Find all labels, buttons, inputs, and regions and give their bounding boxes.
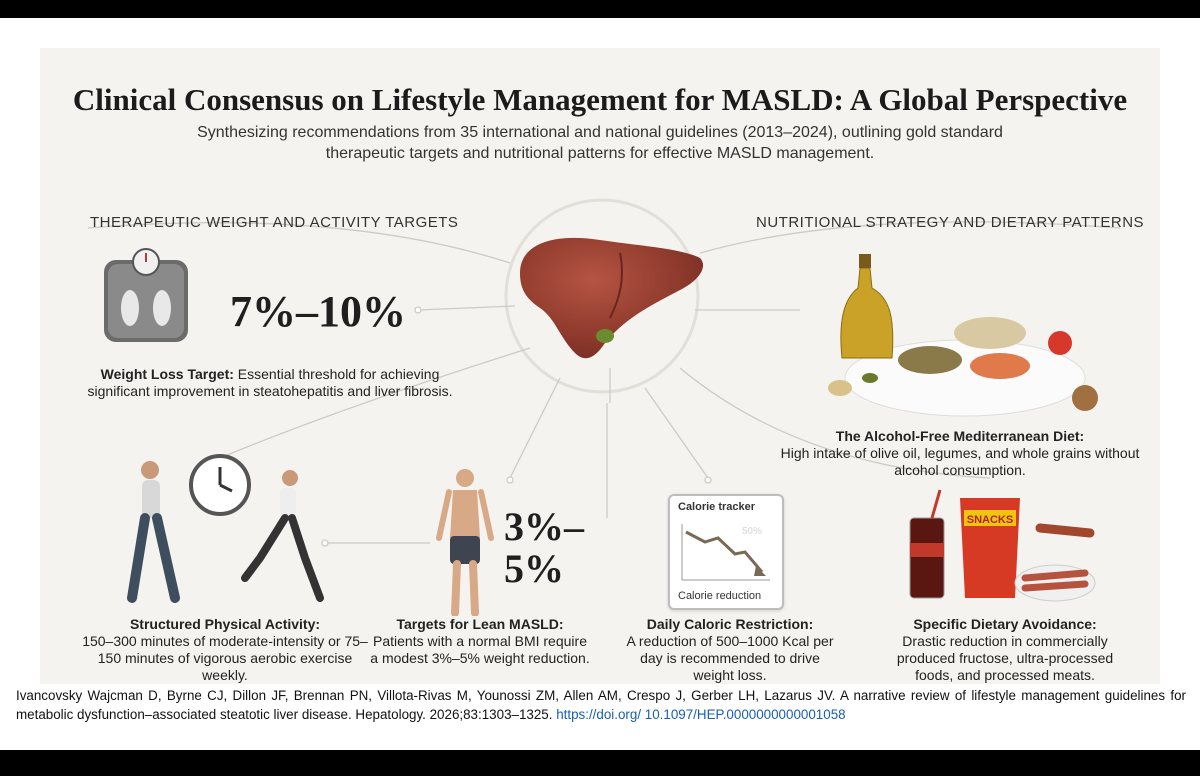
snacks-bag-label: SNACKS (967, 514, 1013, 526)
caloric-label: Daily Caloric Restriction: (646, 616, 814, 632)
mediterranean-caption: The Alcohol-Free Mediterranean Diet: Hig… (780, 428, 1140, 479)
bathroom-scale-icon (104, 248, 188, 342)
lean-masld-text: Patients with a normal BMI require a mod… (370, 633, 590, 666)
section-title-right: NUTRITIONAL STRATEGY AND DIETARY PATTERN… (756, 214, 1145, 231)
physical-activity-label: Structured Physical Activity: (129, 616, 321, 632)
weight-loss-text: Essential threshold for achieving signif… (87, 366, 453, 399)
weight-loss-caption: Weight Loss Target: Essential threshold … (70, 366, 470, 400)
lean-masld-label: Targets for Lean MASLD: (396, 616, 564, 632)
lean-masld-value-line1: 3%– (504, 504, 584, 549)
mediterranean-food-icon (828, 254, 1098, 417)
weight-loss-value: 7%–10% (230, 287, 406, 336)
physical-activity-caption: Structured Physical Activity: 150–300 mi… (80, 616, 370, 684)
poster-subtitle: Synthesizing recommendations from 35 int… (197, 124, 1003, 162)
lean-body-figure-icon (436, 469, 494, 616)
citation-text: Ivancovsky Wajcman D, Byrne CJ, Dillon J… (16, 688, 1186, 722)
weight-loss-label: Weight Loss Target: (100, 366, 234, 382)
calorie-tracker-title: Calorie tracker (678, 501, 756, 513)
calorie-tracker-card: Calorie tracker 50% Calorie reduction (668, 494, 784, 610)
physical-activity-text: 150–300 minutes of moderate-intensity or… (82, 633, 368, 683)
caloric-text: A reduction of 500–1000 Kcal per day is … (626, 633, 834, 683)
lean-masld-value-line2: 5% (504, 546, 564, 591)
section-title-left: THERAPEUTIC WEIGHT AND ACTIVITY TARGETS (90, 214, 459, 231)
connector-lines (87, 198, 1121, 547)
citation-doi-link[interactable]: https://doi.org/ 10.1097/HEP.00000000000… (556, 707, 846, 722)
mediterranean-text: High intake of olive oil, legumes, and w… (780, 445, 1140, 478)
calorie-tracker-percent: 50% (742, 526, 763, 537)
calorie-tracker-caption: Calorie reduction (678, 590, 762, 602)
clock-icon (189, 454, 251, 516)
lean-masld-value: 3%– 5% (504, 506, 584, 590)
lean-masld-caption: Targets for Lean MASLD: Patients with a … (370, 616, 590, 667)
avoidance-label: Specific Dietary Avoidance: (913, 616, 1097, 632)
infographic-poster: Clinical Consensus on Lifestyle Manageme… (40, 48, 1160, 684)
mediterranean-label: The Alcohol-Free Mediterranean Diet: (835, 428, 1085, 444)
avoidance-text: Drastic reduction in commercially produc… (896, 633, 1114, 683)
avoidance-caption: Specific Dietary Avoidance: Drastic redu… (880, 616, 1130, 684)
caloric-caption: Daily Caloric Restriction: A reduction o… (620, 616, 840, 684)
junk-food-icon: SNACKS (909, 489, 1096, 602)
poster-title: Clinical Consensus on Lifestyle Manageme… (72, 82, 1128, 117)
liver-icon (520, 237, 704, 359)
citation: Ivancovsky Wajcman D, Byrne CJ, Dillon J… (16, 686, 1186, 724)
downward-trend-icon (681, 524, 770, 581)
walking-running-people-icon (127, 461, 324, 603)
slide-frame: Clinical Consensus on Lifestyle Manageme… (0, 18, 1200, 750)
